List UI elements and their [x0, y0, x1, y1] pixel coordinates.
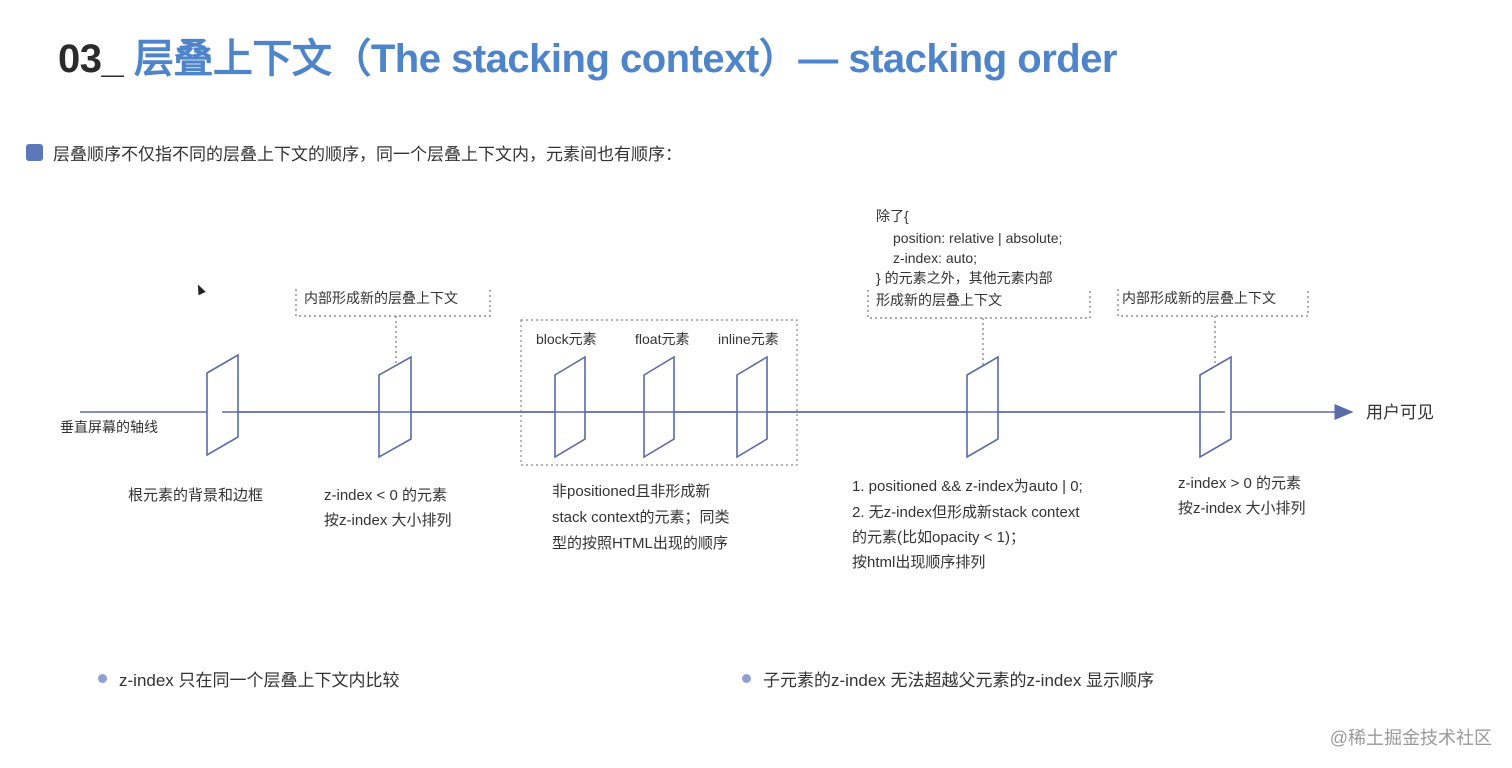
- nonpos-description-line3: 型的按照HTML出现的顺序: [552, 535, 728, 552]
- callout-except-line1: 除了{: [876, 208, 909, 224]
- callout-box-positive: [1117, 289, 1309, 317]
- layer-plane-inline: [736, 355, 768, 459]
- layer-plane-negative: [378, 355, 412, 459]
- slide-title: 03_ 层叠上下文（The stacking context）— stackin…: [58, 26, 1118, 84]
- callout-except-line2: position: relative | absolute;: [893, 230, 1063, 246]
- root-description: 根元素的背景和边框: [128, 487, 264, 504]
- callout-except-line3: z-index: auto;: [893, 250, 978, 266]
- note-item-1: z-index 只在同一个层叠上下文内比较: [98, 666, 400, 691]
- watermark: @稀土掘金技术社区: [1329, 728, 1492, 748]
- dot-bullet-icon: [98, 674, 107, 683]
- positive-description-line2: 按z-index 大小排列: [1178, 500, 1306, 517]
- square-bullet-icon: [26, 144, 43, 161]
- axis-left-label: 垂直屏幕的轴线: [60, 419, 158, 435]
- inline-element-label: inline元素: [718, 331, 779, 347]
- positive-description-line1: z-index > 0 的元素: [1178, 475, 1301, 492]
- note-item-2: 子元素的z-index 无法超越父元素的z-index 显示顺序: [742, 666, 1154, 691]
- float-element-label: float元素: [635, 331, 690, 347]
- note-text-1: z-index 只在同一个层叠上下文内比较: [119, 671, 400, 690]
- title-number: 03_: [58, 37, 124, 81]
- axis-right-label: 用户可见: [1366, 403, 1434, 422]
- callout-except-line4: } 的元素之外，其他元素内部: [876, 270, 1053, 286]
- nonpos-description-line1: 非positioned且非形成新: [552, 483, 711, 500]
- subtitle: 层叠顺序不仅指不同的层叠上下文的顺序，同一个层叠上下文内，元素间也有顺序：: [26, 140, 682, 165]
- nonpos-description-line2: stack context的元素；同类: [552, 509, 730, 526]
- layer-plane-positioned: [966, 355, 999, 459]
- negative-description-line2: 按z-index 大小排列: [324, 512, 452, 529]
- layer-plane-float: [643, 355, 675, 459]
- block-element-label: block元素: [536, 331, 597, 347]
- title-text: 层叠上下文（The stacking context）— stacking or…: [133, 37, 1118, 81]
- callout-negative-text: 内部形成新的层叠上下文: [304, 290, 458, 306]
- pos-description-line1: 1. positioned && z-index为auto | 0;: [852, 478, 1083, 495]
- layer-plane-positive: [1199, 355, 1232, 459]
- dot-bullet-icon: [742, 674, 751, 683]
- layer-plane-root: [206, 353, 239, 457]
- pos-description-line3: 的元素(比如opacity < 1)；: [852, 529, 1025, 546]
- callout-positive-text: 内部形成新的层叠上下文: [1122, 290, 1276, 306]
- pos-description-line4: 按html出现顺序排列: [852, 554, 986, 571]
- negative-description-line1: z-index < 0 的元素: [324, 487, 447, 504]
- pos-description-line2: 2. 无z-index但形成新stack context: [852, 504, 1080, 521]
- layer-plane-block: [554, 355, 586, 459]
- subtitle-text: 层叠顺序不仅指不同的层叠上下文的顺序，同一个层叠上下文内，元素间也有顺序：: [53, 145, 682, 164]
- note-text-2: 子元素的z-index 无法超越父元素的z-index 显示顺序: [763, 671, 1155, 690]
- callout-except-line5: 形成新的层叠上下文: [876, 292, 1002, 308]
